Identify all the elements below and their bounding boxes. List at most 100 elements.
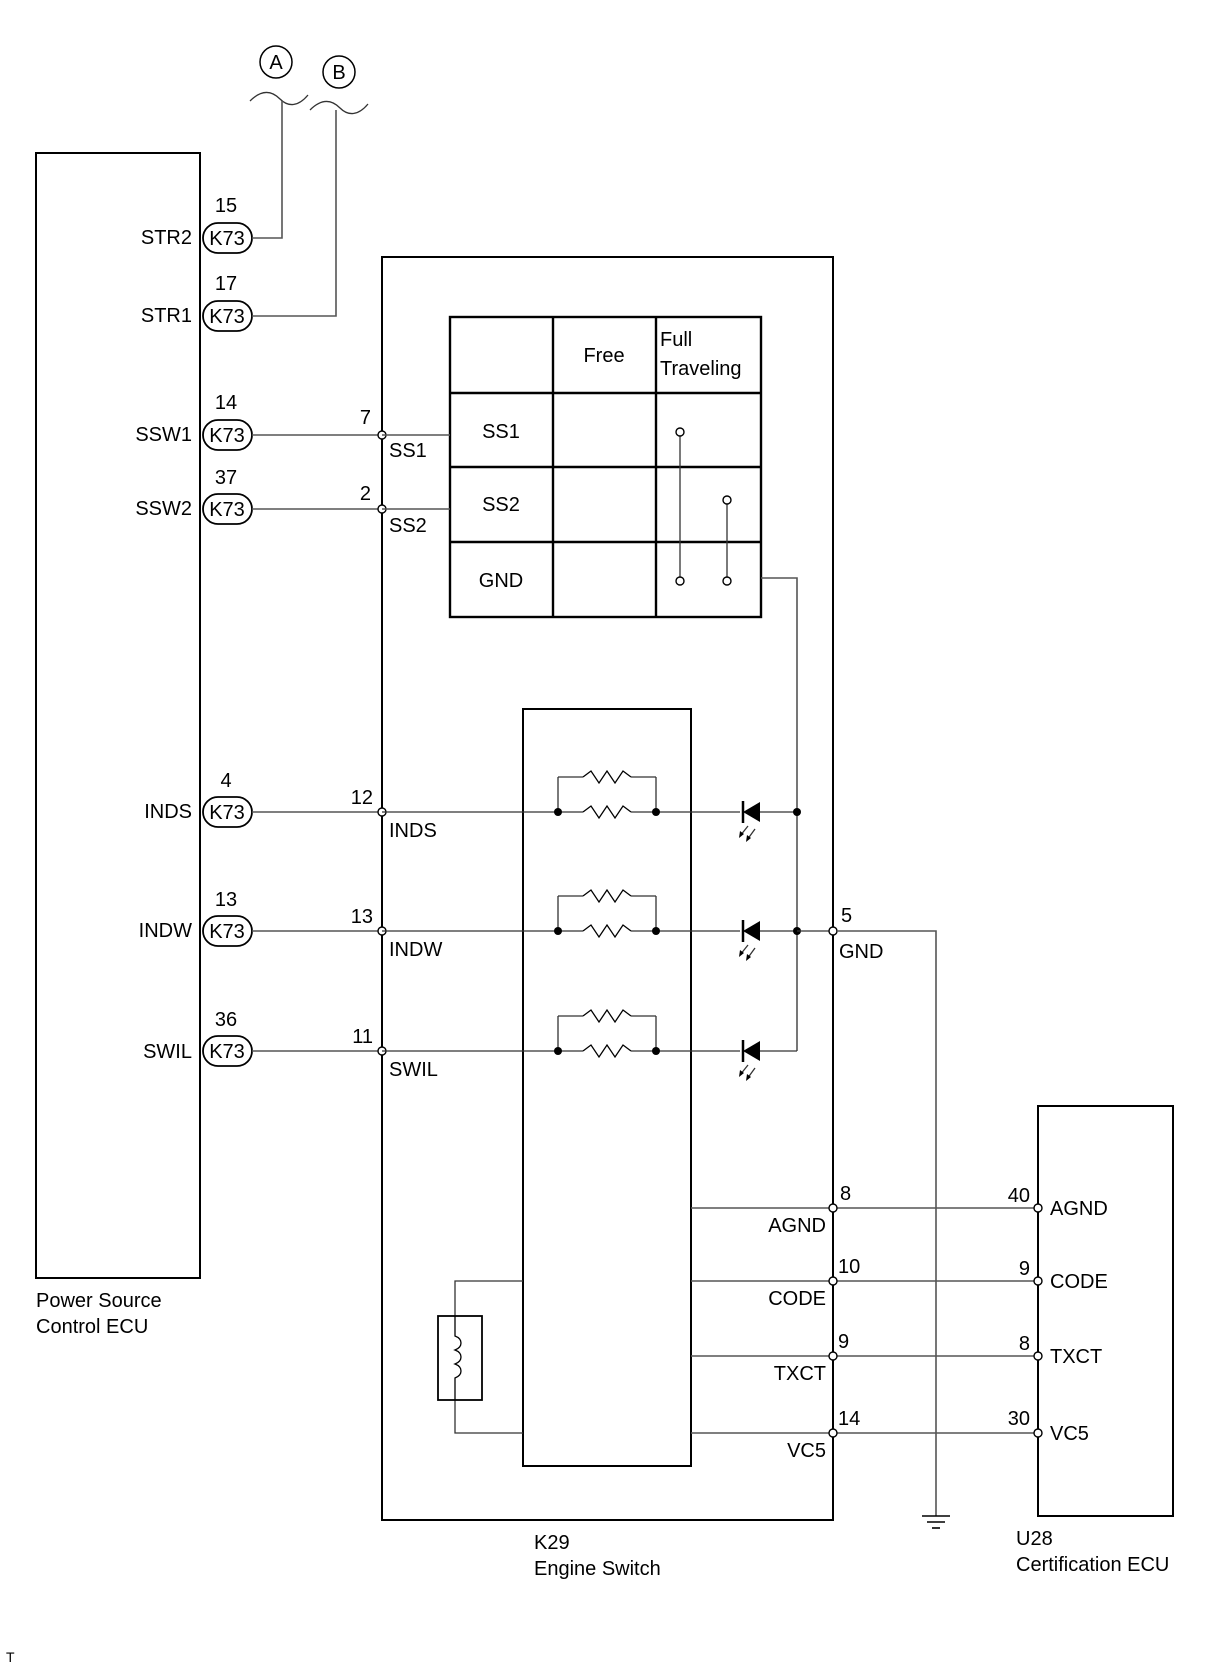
table-header-full-line1: Full — [660, 329, 692, 351]
pin-num-str2: 15 — [215, 195, 237, 217]
footer-mark: T — [6, 1649, 15, 1665]
connector-k73-str1: K73 — [202, 300, 253, 332]
pin-num-str1: 17 — [215, 273, 237, 295]
pin-num-swil: 36 — [215, 1009, 237, 1031]
term-label-ss1: SS1 — [389, 440, 427, 462]
indicator-circuit-swil — [382, 1009, 740, 1059]
term-label-gnd: GND — [839, 941, 883, 963]
cert-pin-num-vc5: 30 — [1008, 1408, 1030, 1430]
connector-k73-label: K73 — [209, 425, 245, 447]
term-label-ss2: SS2 — [389, 515, 427, 537]
pin-label-ssw1: SSW1 — [135, 424, 192, 446]
led-swil-icon — [739, 1040, 797, 1081]
table-row-gnd: GND — [479, 570, 523, 592]
pin-label-indw: INDW — [139, 920, 192, 942]
wire-str2-to-a — [252, 101, 283, 239]
engine-switch-module — [522, 708, 692, 1467]
ground-symbol-icon — [922, 1515, 950, 1529]
term-label-agnd: AGND — [768, 1215, 826, 1237]
ref-circle-a: A — [259, 45, 293, 79]
ref-circle-b: B — [322, 55, 356, 89]
cert-pin-label-agnd: AGND — [1050, 1198, 1108, 1220]
connector-k73-label: K73 — [209, 802, 245, 824]
cert-pin-num-code: 9 — [1019, 1258, 1030, 1280]
power-ecu-name-line1: Power Source — [36, 1290, 162, 1312]
terminal-code — [828, 1276, 838, 1286]
junction-gnd-inds — [793, 808, 801, 816]
cert-pin-num-agnd: 40 — [1008, 1185, 1030, 1207]
power-ecu-name-line2: Control ECU — [36, 1316, 148, 1338]
ref-b-label: B — [332, 62, 345, 84]
cert-ecu-code: U28 — [1016, 1528, 1053, 1550]
term-label-swil: SWIL — [389, 1059, 438, 1081]
pin-label-inds: INDS — [144, 801, 192, 823]
table-row-ss2: SS2 — [482, 494, 520, 516]
term-label-txct: TXCT — [774, 1363, 826, 1385]
break-mark-b — [309, 100, 369, 115]
continuity-ss1-gnd — [675, 427, 685, 586]
terminal-gnd — [828, 926, 838, 936]
engine-switch-name: Engine Switch — [534, 1558, 661, 1580]
term-num-txct: 9 — [838, 1331, 849, 1353]
term-num-vc5: 14 — [838, 1408, 860, 1430]
connector-k73-inds: K73 — [202, 796, 253, 828]
term-label-indw: INDW — [389, 939, 442, 961]
table-row-ss1: SS1 — [482, 421, 520, 443]
terminal-agnd — [828, 1203, 838, 1213]
term-num-ss1: 7 — [360, 407, 371, 429]
cert-pin-vc5 — [1033, 1428, 1043, 1438]
term-num-gnd: 5 — [841, 905, 852, 927]
cert-ecu-name: Certification ECU — [1016, 1554, 1169, 1576]
cert-pin-label-code: CODE — [1050, 1271, 1108, 1293]
connector-k73-ssw2: K73 — [202, 493, 253, 525]
pin-num-inds: 4 — [220, 770, 231, 792]
cert-pin-txct — [1033, 1351, 1043, 1361]
wire-str1-to-b — [252, 110, 337, 317]
engine-switch-code: K29 — [534, 1532, 570, 1554]
table-header-full-line2: Traveling — [660, 358, 742, 380]
connector-k73-indw: K73 — [202, 915, 253, 947]
indicator-circuit-indw — [382, 889, 740, 939]
table-header-free: Free — [583, 345, 624, 367]
connector-k73-str2: K73 — [202, 222, 253, 254]
cert-pin-agnd — [1033, 1203, 1043, 1213]
pin-label-ssw2: SSW2 — [135, 498, 192, 520]
connector-k73-label: K73 — [209, 306, 245, 328]
terminal-vc5 — [828, 1428, 838, 1438]
continuity-ss2-gnd — [722, 495, 732, 586]
pin-num-indw: 13 — [215, 889, 237, 911]
connector-k73-label: K73 — [209, 228, 245, 250]
terminal-txct — [828, 1351, 838, 1361]
pin-label-str2: STR2 — [141, 227, 192, 249]
connector-k73-ssw1: K73 — [202, 419, 253, 451]
led-inds-icon — [739, 801, 797, 842]
cert-pin-label-vc5: VC5 — [1050, 1423, 1089, 1445]
pin-label-str1: STR1 — [141, 305, 192, 327]
pin-label-swil: SWIL — [143, 1041, 192, 1063]
term-num-indw: 13 — [351, 906, 373, 928]
term-label-vc5: VC5 — [787, 1440, 826, 1462]
transponder-coil-icon — [437, 1280, 523, 1434]
switch-position-table — [448, 315, 763, 619]
break-mark-a — [249, 91, 309, 106]
wire-gnd-to-ground — [837, 930, 937, 1516]
term-label-code: CODE — [768, 1288, 826, 1310]
power-source-ecu-box — [35, 152, 201, 1279]
led-indw-icon — [739, 920, 797, 961]
connector-k73-label: K73 — [209, 921, 245, 943]
indicator-circuit-inds — [382, 770, 740, 820]
term-num-swil: 11 — [352, 1026, 373, 1048]
pin-num-ssw1: 14 — [215, 392, 237, 414]
term-num-code: 10 — [838, 1256, 860, 1278]
term-num-ss2: 2 — [360, 483, 371, 505]
connector-k73-label: K73 — [209, 1041, 245, 1063]
wire-table-gnd — [761, 577, 798, 1051]
pin-num-ssw2: 37 — [215, 467, 237, 489]
cert-pin-num-txct: 8 — [1019, 1333, 1030, 1355]
certification-ecu-box — [1037, 1105, 1174, 1517]
term-num-agnd: 8 — [840, 1183, 851, 1205]
ref-a-label: A — [269, 52, 283, 74]
cert-pin-label-txct: TXCT — [1050, 1346, 1102, 1368]
connector-k73-swil: K73 — [202, 1035, 253, 1067]
